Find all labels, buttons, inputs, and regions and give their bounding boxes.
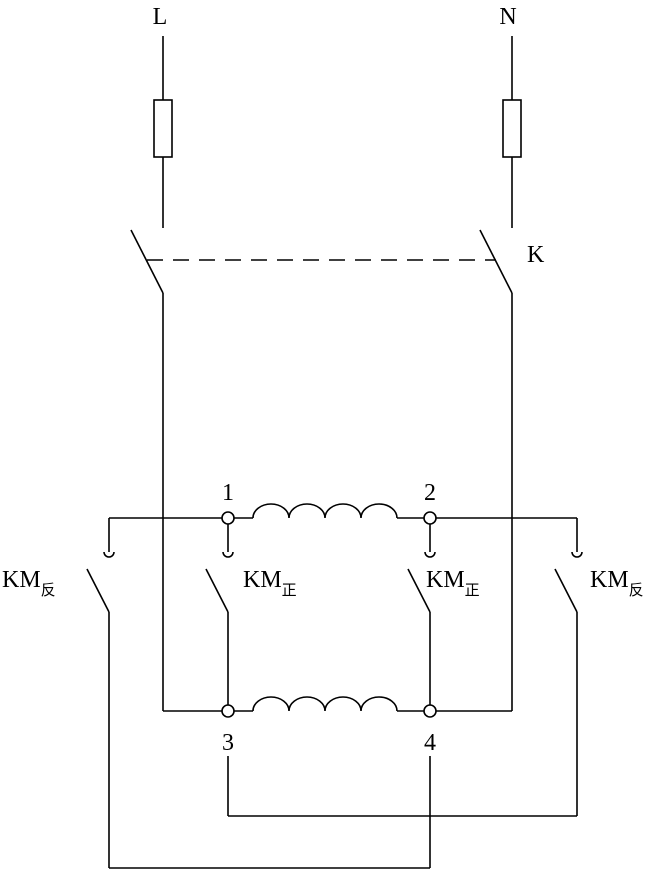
contact-km-forward-right (407, 524, 436, 705)
contact-label-main: KM (426, 567, 465, 593)
contact-km-reverse-right (554, 518, 583, 816)
top-winding-coil (252, 503, 398, 519)
contact-label-sub: 反 (41, 581, 56, 599)
cross-connection-wires (109, 756, 577, 869)
neutral-fuse (502, 99, 522, 158)
terminal-1 (221, 511, 235, 525)
contact-label-main: KM (2, 567, 41, 593)
terminal-1-label: 1 (222, 480, 234, 506)
contact-km-reverse-left (86, 518, 115, 868)
neutral-label: N (499, 4, 516, 30)
contact-label-sub: 正 (282, 581, 297, 599)
contact-label-sub: 正 (465, 581, 480, 599)
contact-label-forward-right: KM正 (426, 567, 480, 599)
line-fuse (153, 99, 173, 158)
contact-label-main: KM (590, 567, 629, 593)
terminal-4-label: 4 (424, 730, 436, 756)
line-label: L (153, 4, 168, 30)
contact-label-sub: 反 (629, 581, 644, 599)
contact-label-reverse-right: KM反 (590, 567, 644, 599)
bottom-winding-row (163, 696, 512, 712)
main-switch-k (130, 229, 513, 294)
contact-label-main: KM (243, 567, 282, 593)
terminal-3 (221, 704, 235, 718)
terminal-2 (423, 511, 437, 525)
neutral-lead (502, 36, 522, 228)
top-winding-row (109, 503, 577, 519)
bottom-winding-coil (252, 696, 398, 712)
switch-label: K (527, 242, 545, 268)
terminal-2-label: 2 (424, 480, 436, 506)
terminal-4 (423, 704, 437, 718)
line-lead (153, 36, 173, 228)
terminal-3-label: 3 (222, 730, 234, 756)
contact-km-forward-left (205, 524, 234, 705)
contact-label-reverse-left: KM反 (2, 567, 56, 599)
contact-label-forward-left: KM正 (243, 567, 297, 599)
